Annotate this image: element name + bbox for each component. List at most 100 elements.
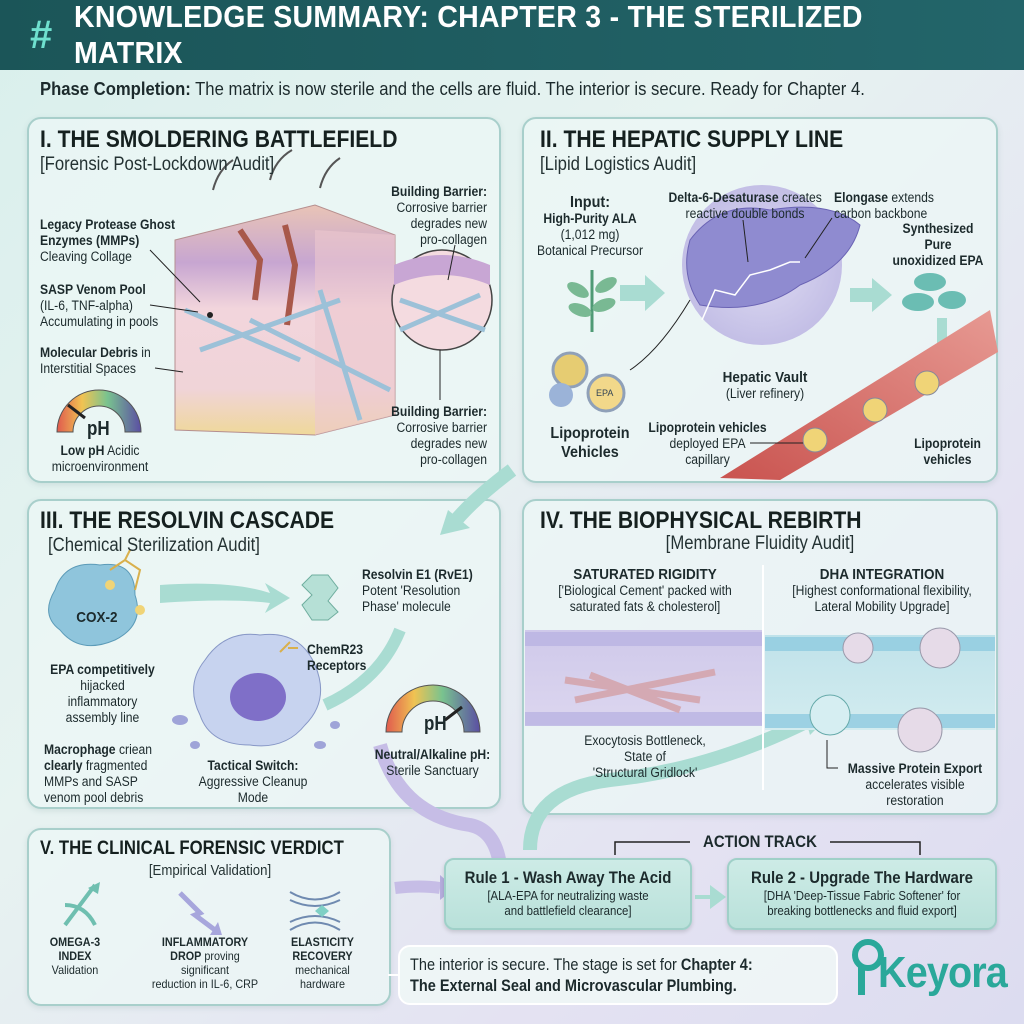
tactical-t1: Aggressive Cleanup — [198, 774, 308, 789]
vehicles-left-l2: Vehicles — [561, 444, 619, 461]
mac-t4: venom pool debris — [44, 790, 144, 805]
arrow-panel4-curve — [523, 713, 814, 851]
skin-cross-section — [149, 149, 396, 436]
elasticity-icon — [289, 891, 341, 931]
mac-t1: criean — [115, 742, 153, 757]
vehicles-right-l1: Lipoprotein — [914, 436, 981, 451]
resolvin-title: Resolvin E1 (RvE1) — [362, 567, 473, 582]
exo-l3: 'Structural Gridlock' — [592, 765, 698, 780]
barrier-top-l2: degrades new — [410, 216, 487, 231]
sasp-text-1: (IL-6, TNF-alpha) — [40, 298, 133, 313]
epa-badge: EPA — [596, 388, 614, 398]
magnified-barrier-circle — [391, 244, 493, 400]
rule1-desc-2: and battlefield clearance] — [504, 903, 632, 918]
infl-t1: proving — [201, 949, 240, 963]
header-bar: # KNOWLEDGE SUMMARY: CHAPTER 3 - THE STE… — [0, 0, 1024, 70]
panel4-subtitle: [Membrane Fluidity Audit] — [665, 533, 855, 554]
tactical-title: Tactical Switch: — [207, 758, 299, 773]
sasp-label: SASP Venom Pool(IL-6, TNF-alpha)Accumula… — [40, 282, 158, 330]
rule2-title: Rule 2 - Upgrade The Hardware — [751, 868, 973, 887]
infl-b2: DROP — [170, 949, 202, 963]
panel3-title: III. THE RESOLVIN CASCADE — [40, 507, 335, 534]
phase-label: Phase Completion: — [40, 78, 191, 99]
omega-b1: OMEGA-3 — [49, 935, 101, 949]
barrier-top-l1: Corrosive barrier — [396, 200, 487, 215]
ph-gauge-label: pH — [87, 418, 110, 440]
keyora-logo-icon — [852, 939, 884, 995]
blood-vessel-capillary — [720, 310, 998, 480]
panel5-title: V. THE CLINICAL FORENSIC VERDICT — [40, 838, 344, 859]
input-ala-label: Input:High-Purity ALA(1,012 mg)Botanical… — [527, 195, 653, 259]
arrow-verdict-to-rule1 — [394, 880, 441, 894]
action-track-label: ACTION TRACK — [703, 832, 817, 851]
closing-statement: The interior is secure. The stage is set… — [398, 945, 838, 1005]
epa-capsules — [902, 273, 966, 311]
infl-b1: INFLAMMATORY — [161, 935, 249, 949]
page-title: KNOWLEDGE SUMMARY: CHAPTER 3 - THE STERI… — [74, 0, 864, 70]
delta-text-1: creates — [778, 190, 822, 205]
dha-fluid-membrane — [765, 627, 995, 769]
elas-b1: ELASTICITY — [290, 935, 354, 949]
dha-t2: Lateral Mobility Upgrade] — [814, 599, 950, 614]
rule1-card[interactable]: Rule 1 - Wash Away The Acid [ALA-EPA for… — [444, 858, 692, 930]
elas-t1: mechanical — [295, 963, 350, 977]
arrow-to-liver — [620, 275, 665, 311]
input-dose: (1,012 mg) — [560, 227, 620, 242]
sasp-title: SASP Venom Pool — [40, 282, 146, 297]
elongase-text-1: extends — [888, 190, 934, 205]
synth-l3: unoxidized EPA — [892, 253, 984, 268]
synth-l2: Pure — [924, 237, 952, 252]
sat-t1: ['Biological Cement' packed with — [558, 583, 732, 598]
panel1-title: I. THE SMOLDERING BATTLEFIELD — [40, 126, 398, 153]
panel2-subtitle: [Lipid Logistics Audit] — [540, 154, 697, 175]
neutral-text: Sterile Sanctuary — [386, 763, 479, 778]
legacy-title-2: Enzymes (MMPs) — [40, 233, 140, 248]
phase-completion: Phase Completion: The matrix is now ster… — [40, 78, 865, 100]
closing-title: The External Seal and Microvascular Plum… — [410, 977, 737, 995]
dna-helix-up-icon — [63, 882, 100, 927]
barrier-bottom-title: Building Barrier: — [391, 404, 487, 419]
mac-t3: MMPs and SASP — [44, 774, 138, 789]
resolvin-text-2: Phase' molecule — [362, 599, 451, 614]
neutral-ph-label: Neutral/Alkaline pH:Sterile Sanctuary — [372, 747, 494, 779]
closing-chapter: Chapter 4: — [680, 956, 753, 974]
barrier-bottom-l1: Corrosive barrier — [396, 420, 487, 435]
panel3-subtitle: [Chemical Sterilization Audit] — [48, 535, 260, 556]
infl-t3: reduction in IL-6, CRP — [151, 977, 259, 991]
epa-comp-l3: assembly line — [65, 710, 140, 725]
panel4-title: IV. THE BIOPHYSICAL REBIRTH — [540, 507, 862, 534]
elongase-text-2: carbon backbone — [834, 206, 928, 221]
liver-hepatic-vault — [682, 185, 861, 345]
lipoprotein-vehicles — [549, 299, 691, 413]
exo-l2: State of — [624, 749, 666, 764]
arrow-panel3-to-rule1 — [373, 742, 507, 867]
arrow-panel2-to-3 — [446, 464, 517, 530]
sasp-text-2: Accumulating in pools — [40, 314, 159, 329]
rule2-card[interactable]: Rule 2 - Upgrade The Hardware [DHA 'Deep… — [727, 858, 997, 930]
low-ph-title: Low pH — [60, 443, 105, 458]
debris-title: Molecular Debris — [40, 345, 138, 360]
hash-icon: # — [30, 12, 53, 57]
low-ph-text-2: microenvironment — [51, 459, 149, 474]
input-precursor: Botanical Precursor — [536, 243, 644, 258]
mac-b2: clearly — [44, 758, 83, 773]
hepatic-vault-label: Hepatic Vault(Liver refinery) — [707, 370, 824, 402]
delta-text-2: reactive double bonds — [685, 206, 805, 221]
arrow-rule1-to-rule2 — [695, 885, 726, 909]
export-t2: restoration — [886, 793, 944, 808]
ala-leaf-icon — [567, 270, 617, 332]
